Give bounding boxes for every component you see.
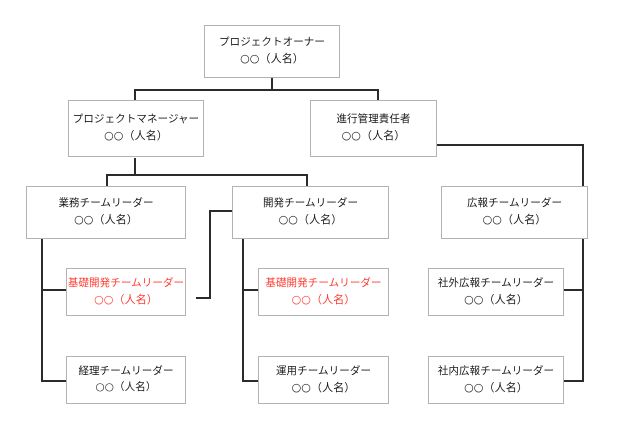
node-title: 開発チームリーダー [262,197,359,210]
node-title: 社内広報チームリーダー [437,364,555,377]
connector-owner-down [271,77,273,90]
connector-development-to-operations [242,380,259,382]
connector-pr-spine [582,238,584,382]
node-title: 社外広報チームリーダー [437,276,555,289]
node-person: ○○（人名） [291,292,356,306]
node-pr-team-leader[interactable]: 広報チームリーダー ○○（人名） [441,186,588,239]
node-person: ○○（人名） [464,292,528,306]
node-basic-development-team-leader-middle[interactable]: 基礎開発チームリーダー ○○（人名） [258,268,389,316]
node-person: ○○（人名） [94,292,158,306]
connector-row2-bus [134,89,379,91]
node-person: ○○（人名） [482,213,547,227]
node-title: 運用チームリーダー [275,364,372,377]
connector-pr-to-internal [564,380,584,382]
node-basic-development-team-leader-left[interactable]: 基礎開発チームリーダー ○○（人名） [66,268,186,316]
connector-business-to-basic-dev [41,289,66,291]
node-person: ○○（人名） [341,129,406,143]
connector-progress-manager-right [437,144,584,146]
connector-cross-bracket-bottom [196,297,211,299]
node-title: 進行管理責任者 [336,113,411,126]
connector-to-development-team [306,174,308,187]
connector-to-business-team [106,174,108,187]
node-person: ○○（人名） [104,129,168,143]
connector-to-progress-manager [377,89,379,101]
node-person: ○○（人名） [278,213,343,227]
node-title: プロジェクトオーナー [219,36,325,49]
node-title: 業務チームリーダー [58,197,154,210]
connector-development-to-basic-dev [242,289,259,291]
connector-development-spine [242,238,244,382]
node-operations-team-leader[interactable]: 運用チームリーダー ○○（人名） [258,356,389,404]
connector-project-manager-down [134,158,136,176]
connector-business-to-accounting [41,380,66,382]
connector-row3-bus [106,174,308,176]
connector-to-project-manager [134,89,136,101]
node-accounting-team-leader[interactable]: 経理チームリーダー○○（人名） [66,356,186,404]
node-person: ○○（人名） [291,380,356,394]
node-project-manager[interactable]: プロジェクトマネージャー ○○（人名） [68,100,204,157]
node-title: 基礎開発チームリーダー [265,276,382,289]
node-development-team-leader[interactable]: 開発チームリーダー ○○（人名） [232,186,389,239]
connector-pr-to-external [564,289,584,291]
node-person: ○○（人名） [74,213,138,227]
connector-cross-bracket-vertical [209,210,211,299]
node-person: ○○（人名） [464,380,528,394]
connector-progress-manager-down [582,144,584,187]
node-title: 広報チームリーダー [466,197,563,210]
node-owner[interactable]: プロジェクトオーナー ○○（人名） [204,25,340,78]
connector-cross-bracket-top [209,210,233,212]
connector-business-spine [41,238,43,382]
node-business-team-leader[interactable]: 業務チームリーダー ○○（人名） [26,186,186,239]
node-title: 基礎開発チームリーダー [67,276,185,289]
node-title: プロジェクトマネージャー [72,113,200,126]
node-combined-label: 経理チームリーダー○○（人名） [78,365,174,393]
node-external-pr-team-leader[interactable]: 社外広報チームリーダー ○○（人名） [428,268,564,316]
node-progress-manager[interactable]: 進行管理責任者 ○○（人名） [310,100,437,157]
node-person: ○○（人名） [240,52,304,66]
node-internal-pr-team-leader[interactable]: 社内広報チームリーダー ○○（人名） [428,356,564,404]
